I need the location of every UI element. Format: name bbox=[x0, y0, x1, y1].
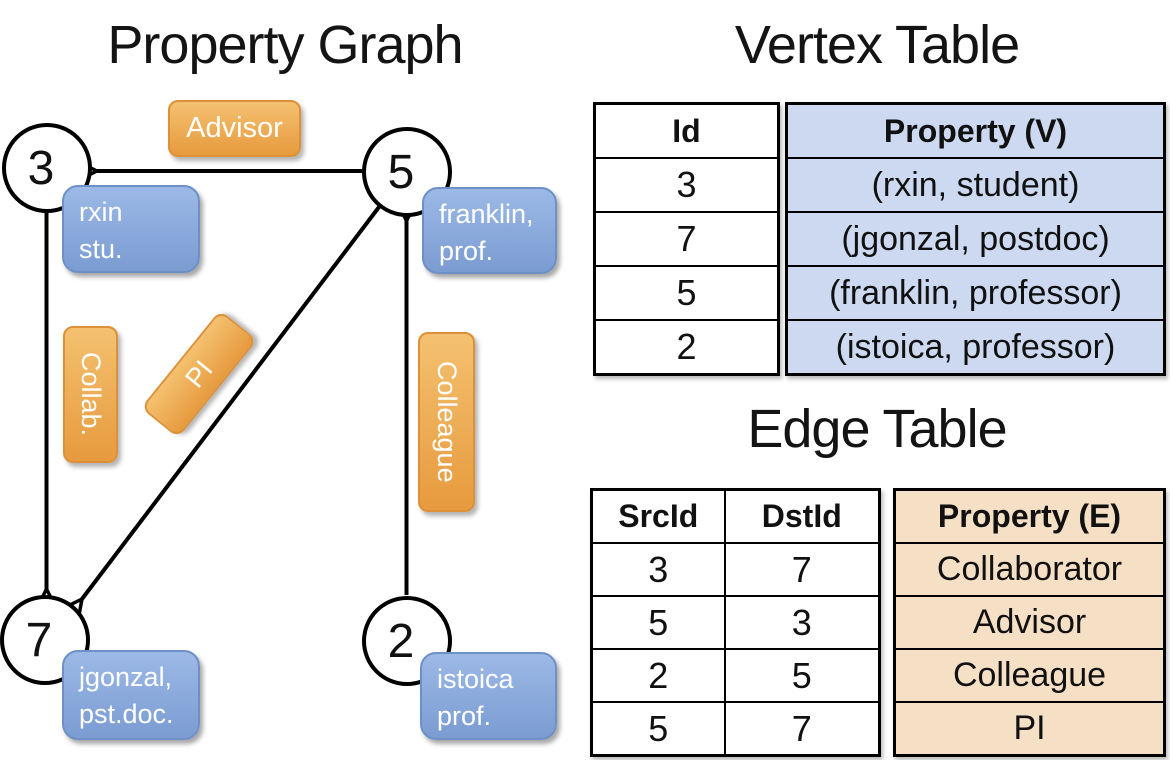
edge-table-property-cell: Advisor bbox=[893, 595, 1166, 650]
vertex-property-line: rxin bbox=[79, 197, 123, 227]
vertex-id-label: 3 bbox=[27, 141, 55, 195]
vertex-table-property-cell: (rxin, student) bbox=[785, 157, 1166, 213]
edge-table-title: Edge Table bbox=[747, 399, 1007, 459]
vertex-table-id-column: Id 3 7 5 2 bbox=[593, 102, 780, 376]
edge-label-colleague: Colleague bbox=[418, 332, 475, 512]
vertex-table-row: 5 bbox=[593, 265, 780, 321]
edge-table-row: Advisor bbox=[893, 595, 1166, 650]
edge-table-header-dstid: DstId bbox=[723, 488, 881, 544]
edge-label-advisor: Advisor bbox=[168, 100, 301, 157]
edge-label-text: PI bbox=[178, 354, 219, 394]
vertex-property-line: franklin, bbox=[439, 199, 534, 229]
edge-table-srcid-cell: 3 bbox=[590, 542, 726, 597]
vertex-table-property-cell: (franklin, professor) bbox=[785, 265, 1166, 321]
edge-table-dstid-cell: 3 bbox=[723, 595, 881, 650]
vertex-table-id-cell: 5 bbox=[593, 265, 780, 321]
vertex-table-property-column: Property (V) (rxin, student) (jgonzal, p… bbox=[785, 102, 1166, 376]
vertex-table-row: (franklin, professor) bbox=[785, 265, 1166, 321]
vertex-property-box-rxin: rxin stu. bbox=[62, 185, 200, 273]
vertex-table-row: (rxin, student) bbox=[785, 157, 1166, 213]
vertex-table-row: (istoica, professor) bbox=[785, 319, 1166, 376]
vertex-table-row: 2 bbox=[593, 319, 780, 376]
edge-label-text: Advisor bbox=[186, 112, 283, 144]
vertex-property-line: jgonzal, bbox=[79, 662, 173, 692]
edge-label-collab: Collab. bbox=[63, 326, 118, 463]
edge-table-dstid-cell: 5 bbox=[723, 648, 881, 703]
property-graph-title: Property Graph bbox=[107, 15, 463, 75]
edge-table-row: Colleague bbox=[893, 648, 1166, 703]
edge-table-srcid-cell: 2 bbox=[590, 648, 726, 703]
vertex-table-header-id: Id bbox=[593, 102, 780, 159]
vertex-table-title: Vertex Table bbox=[734, 15, 1020, 75]
vertex-circle-5: 5 bbox=[362, 127, 452, 217]
edge-label-pi: PI bbox=[140, 309, 258, 439]
vertex-property-line: istoica bbox=[437, 664, 514, 694]
vertex-property-line: pst.doc. bbox=[79, 699, 174, 729]
edge-table-row: PI bbox=[893, 701, 1166, 757]
vertex-property-box-franklin: franklin, prof. bbox=[422, 187, 557, 274]
edge-table-row: 2 5 bbox=[590, 648, 881, 703]
vertex-property-line: prof. bbox=[439, 236, 494, 266]
vertex-table-header-property: Property (V) bbox=[785, 102, 1166, 159]
edge-table-srcid-cell: 5 bbox=[590, 701, 726, 757]
edge-label-text: Colleague bbox=[432, 361, 462, 483]
edge-table-property-cell: Colleague bbox=[893, 648, 1166, 703]
edge-table-dstid-cell: 7 bbox=[723, 542, 881, 597]
edge-table-row: 5 7 bbox=[590, 701, 881, 757]
edge-table-dstid-cell: 7 bbox=[723, 701, 881, 757]
vertex-circle-3: 3 bbox=[2, 123, 92, 213]
edge-table-row: Collaborator bbox=[893, 542, 1166, 597]
vertex-id-label: 7 bbox=[25, 613, 53, 667]
vertex-property-box-jgonzal: jgonzal, pst.doc. bbox=[62, 650, 200, 740]
edge-table-row: 5 3 bbox=[590, 595, 881, 650]
vertex-table-row: 7 bbox=[593, 211, 780, 267]
edge-table-srcid-cell: 5 bbox=[590, 595, 726, 650]
edge-table-property-cell: PI bbox=[893, 701, 1166, 757]
edge-label-text: Collab. bbox=[76, 352, 106, 437]
vertex-table-id-cell: 2 bbox=[593, 319, 780, 376]
edge-table-header-property: Property (E) bbox=[893, 488, 1166, 544]
vertex-property-line: stu. bbox=[79, 234, 123, 264]
vertex-property-line: prof. bbox=[437, 701, 492, 731]
vertex-table-id-cell: 7 bbox=[593, 211, 780, 267]
vertex-table-row: (jgonzal, postdoc) bbox=[785, 211, 1166, 267]
vertex-id-label: 5 bbox=[387, 145, 415, 199]
vertex-id-label: 2 bbox=[387, 614, 415, 668]
vertex-table-id-cell: 3 bbox=[593, 157, 780, 213]
vertex-table-property-cell: (jgonzal, postdoc) bbox=[785, 211, 1166, 267]
edge-table-property-column: Property (E) Collaborator Advisor Collea… bbox=[893, 488, 1166, 757]
edge-table-row: 3 7 bbox=[590, 542, 881, 597]
edge-table-header-srcid: SrcId bbox=[590, 488, 726, 544]
edge-table-id-columns: SrcId DstId 3 7 5 3 2 5 bbox=[590, 488, 881, 757]
vertex-property-box-istoica: istoica prof. bbox=[420, 652, 557, 740]
vertex-table-property-cell: (istoica, professor) bbox=[785, 319, 1166, 376]
vertex-table-row: 3 bbox=[593, 157, 780, 213]
edge-table-property-cell: Collaborator bbox=[893, 542, 1166, 597]
